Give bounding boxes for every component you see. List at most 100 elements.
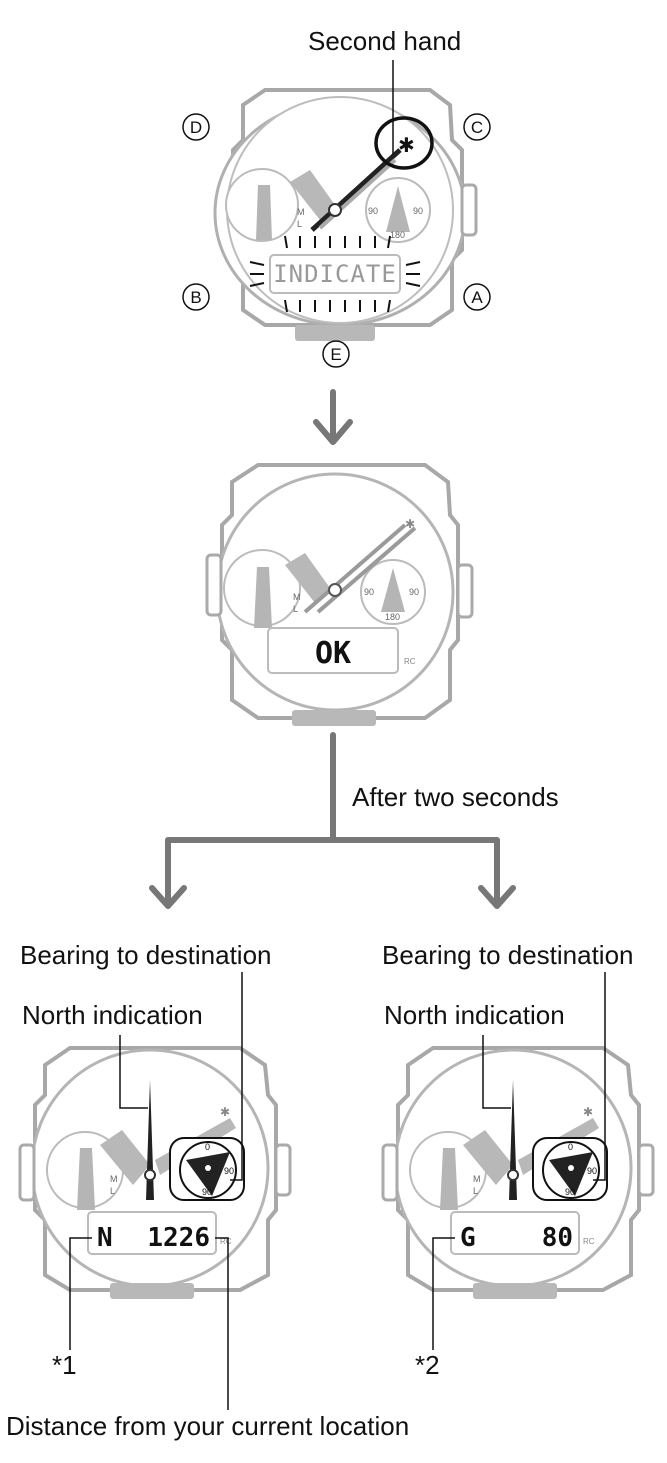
split-arrow [149, 732, 516, 909]
watch-1-right-hand [386, 186, 410, 232]
watch-4-bottom-button [473, 1283, 557, 1299]
watch-1-dial-m: M [297, 207, 305, 217]
watch-2-sub-right: 90 [409, 587, 419, 597]
watch-2-second-hand [316, 526, 417, 614]
watch-3-north-callout [119, 1035, 148, 1109]
watch-4-rc-mark: RC [583, 1237, 595, 1246]
button-e-label: E [330, 345, 341, 364]
watch-4-comp-right: 90 [587, 1166, 597, 1176]
watch-3-distance-callout [215, 1237, 229, 1410]
watch-4-compass-pivot [568, 1165, 574, 1171]
watch-1-sub-right: 90 [413, 206, 423, 216]
watch-3-dial-m: M [110, 1174, 118, 1184]
watch-3-lcd-right: 1226 [147, 1223, 210, 1253]
watch-4-comp-top: 0 [568, 1142, 573, 1152]
watch-3-left-hand [77, 1148, 95, 1210]
watch-1-crown [460, 183, 478, 237]
watch-2-side-button [205, 553, 223, 617]
watch-4-crown [637, 1143, 655, 1197]
watch-1-lcd-text: INDICATE [273, 260, 397, 288]
watch-3-comp-bottom: 90 [202, 1187, 212, 1197]
watch-1: M L 90 90 180 ✱ INDICATE [213, 60, 478, 341]
watch-2-bezel [220, 463, 460, 720]
watch-4-dial-m: M [473, 1174, 481, 1184]
watch-2-lcd [267, 627, 399, 674]
watch-3: M L ✱ 0 90 90 N 1226 RC [18, 972, 292, 1410]
watch-1-bezel [231, 88, 464, 327]
watch-1-hour-hand [290, 170, 335, 220]
watch-1-sub-bottom: 180 [390, 230, 405, 240]
watch-4-bearing-callout [593, 972, 606, 1181]
button-b-label: B [190, 288, 201, 307]
watch-3-bottom-button [110, 1283, 194, 1299]
watch-3-note-callout [69, 1237, 92, 1350]
watch-4-dial-l: L [473, 1186, 478, 1196]
watch-3-rc-mark: RC [220, 1237, 232, 1246]
watch-1-lcd [269, 254, 401, 294]
bearing-label-right: Bearing to destination [382, 940, 634, 970]
watch-3-bearing-pointer [186, 1152, 230, 1196]
watch-2-crown [456, 563, 474, 619]
watch-1-sub-left: 90 [368, 206, 378, 216]
arrow-down-icon [313, 389, 353, 445]
watch-4-lcd [450, 1211, 580, 1255]
watch-4-bearing-pointer [549, 1152, 593, 1196]
watch-3-side-button [18, 1143, 36, 1202]
watch-4-pivot [507, 1169, 519, 1181]
watch-1-minute-hand [318, 158, 397, 230]
watch-1-left-hand [256, 185, 272, 240]
second-hand-label: Second hand [308, 26, 462, 56]
watch-4-lcd-left: G [460, 1223, 476, 1253]
watch-4-side-button [381, 1143, 399, 1202]
watch-2-dial-l: L [293, 604, 298, 614]
watch-3-pivot [144, 1169, 156, 1181]
button-c-label: C [471, 118, 483, 137]
watch-2-minute-hand [303, 523, 407, 614]
north-label-right: North indication [384, 1000, 565, 1030]
watch-2: M L 90 90 180 ✱ OK RC [205, 463, 474, 726]
watch-3-dial-l: L [110, 1186, 115, 1196]
watch-3-compass-pivot [205, 1165, 211, 1171]
bluetooth-icon: ✱ [220, 1105, 230, 1119]
after-two-seconds-label: After two seconds [352, 782, 559, 812]
watch-2-dial-m: M [293, 592, 301, 602]
watch-1-button-e [295, 325, 375, 341]
watch-4-hour-hand [463, 1130, 513, 1185]
note-1-label: *1 [52, 1350, 77, 1380]
watch-4-comp-bottom: 90 [565, 1187, 575, 1197]
watch-2-left-hand [254, 567, 272, 628]
bluetooth-icon: ✱ [583, 1105, 593, 1119]
watch-2-sub-left: 90 [364, 587, 374, 597]
watch-4-left-hand [440, 1148, 458, 1210]
watch-1-pivot [328, 203, 342, 217]
watch-3-bezel [33, 1046, 278, 1292]
note-2-label: *2 [415, 1350, 440, 1380]
watch-3-bearing-callout [230, 972, 243, 1181]
watch-2-right-hand [381, 568, 405, 612]
north-label-left: North indication [22, 1000, 203, 1030]
watch-3-comp-right: 90 [224, 1166, 234, 1176]
bearing-label-left: Bearing to destination [20, 940, 272, 970]
watch-3-hour-hand [100, 1130, 150, 1185]
bluetooth-icon: ✱ [405, 517, 415, 531]
watch-4-note-callout [432, 1237, 455, 1350]
watch-1-dial-l: L [297, 219, 302, 229]
watch-3-comp-top: 0 [205, 1142, 210, 1152]
watch-4-bezel [396, 1046, 641, 1292]
watch-2-sub-bottom: 180 [385, 612, 400, 622]
watch-4-north-callout [482, 1035, 511, 1109]
watch-2-lcd-text: OK [315, 636, 351, 671]
watch-4: M L ✱ 0 90 90 G 80 RC [381, 972, 655, 1350]
watch-4-lcd-right: 80 [542, 1223, 573, 1253]
bluetooth-icon: ✱ [398, 133, 415, 157]
watch-2-pivot [328, 583, 342, 597]
button-a-label: A [471, 288, 483, 307]
watch-1-highlight-ring [374, 116, 434, 170]
watch-1-flash-marks [249, 235, 421, 313]
button-labels: D C B A E [182, 113, 491, 368]
button-d-label: D [190, 118, 202, 137]
watch-3-lcd-left: N [97, 1223, 113, 1253]
watch-3-lcd [87, 1211, 217, 1255]
watch-2-rc-mark: RC [404, 657, 416, 666]
